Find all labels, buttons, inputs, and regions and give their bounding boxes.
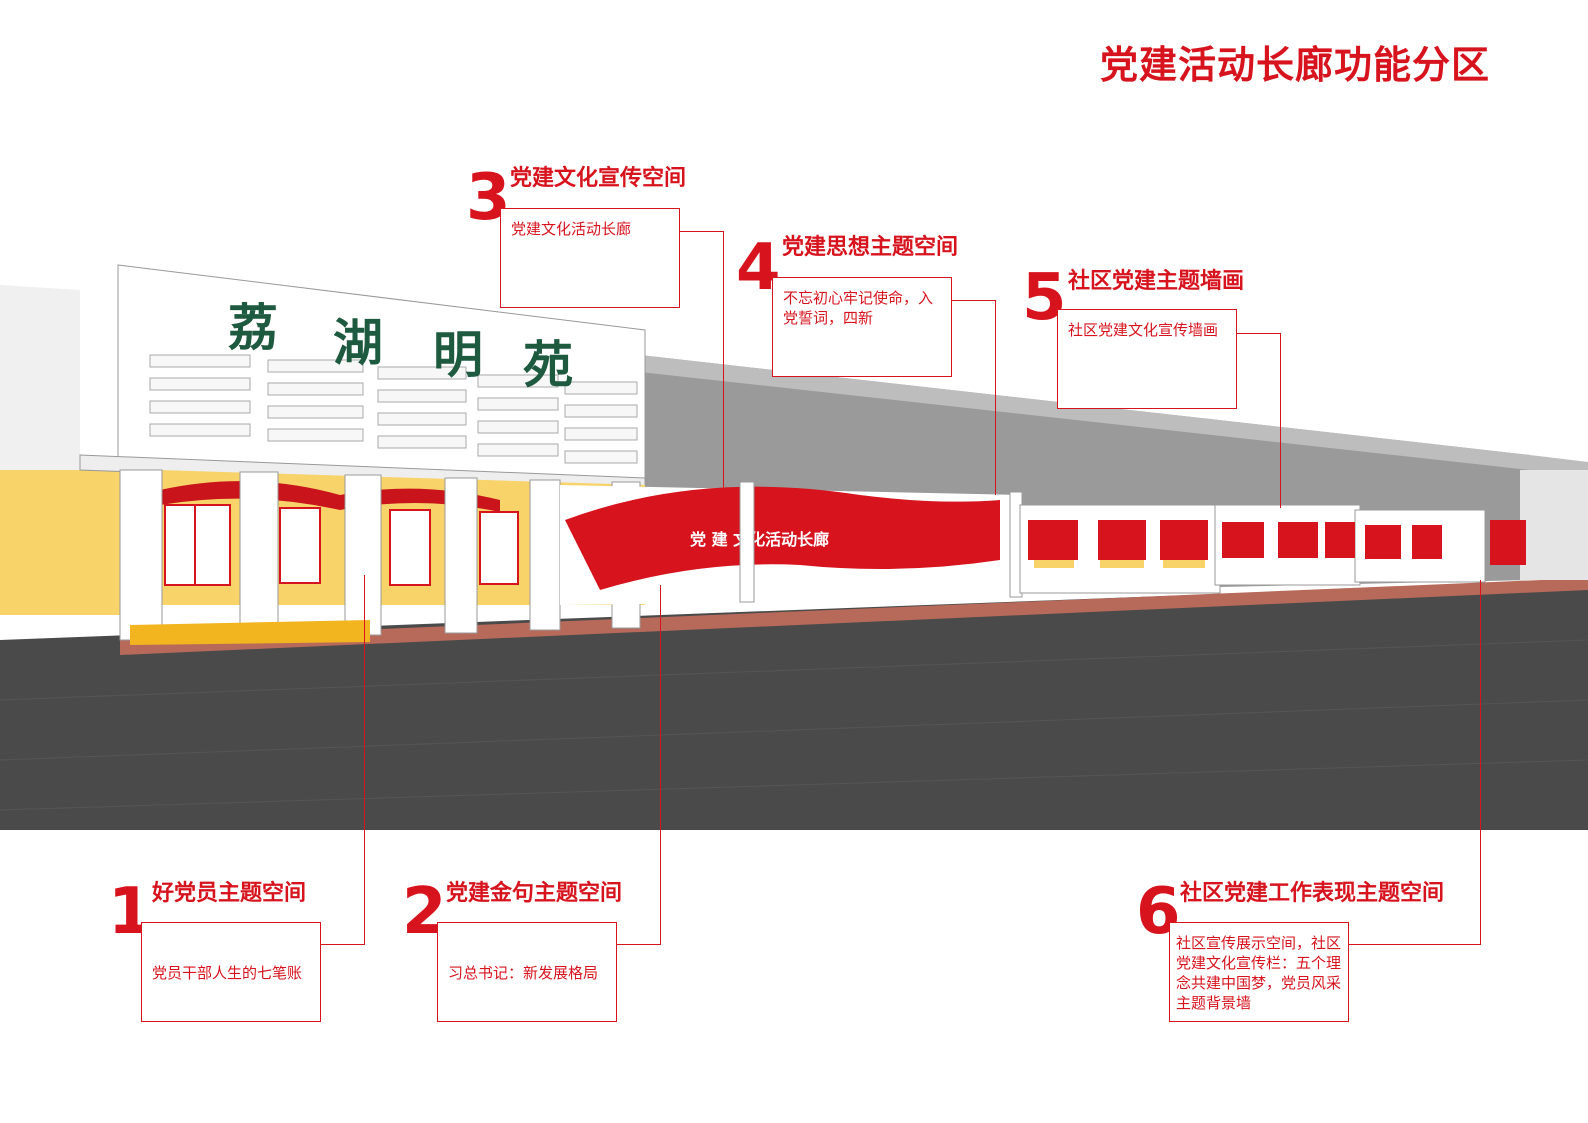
zone-5-leader [1237, 333, 1281, 334]
zone-4-leader [952, 300, 996, 301]
zone-4-title: 党建思想主题空间 [782, 235, 959, 260]
zone-2-leader [617, 944, 661, 945]
gateway-sign-char: 湖 [333, 313, 383, 372]
zone-3-leader [723, 231, 724, 496]
zone-2-leader [660, 585, 661, 945]
zone-4-leader [995, 300, 996, 495]
zone-6-box: 社区宣传展示空间，社区党建文化宣传栏：五个理念共建中国梦，党员风采主题背景墙 [1169, 922, 1349, 1022]
frame-pictures [1028, 520, 1526, 565]
zone-5-leader [1280, 333, 1281, 508]
gateway-step [130, 620, 370, 645]
mural-text: 党 建 文化活动长廊 [690, 530, 829, 549]
zone-5-description: 社区党建文化宣传墙画 [1068, 321, 1219, 339]
zone-1-leader [364, 575, 365, 945]
zone-1-description: 党员干部人生的七笔账 [152, 964, 303, 982]
mural-ribbon [565, 486, 1000, 590]
gateway-sign-char: 明 [433, 325, 483, 384]
frame-pictures-yellow [1034, 560, 1205, 568]
page-title: 党建活动长廊功能分区 [1100, 43, 1491, 87]
zone-5-box: 社区党建文化宣传墙画 [1057, 309, 1237, 409]
gateway-sign-char: 荔 [228, 298, 278, 357]
zone-4-box: 不忘初心牢记使命，入党誓词，四新 [772, 277, 952, 377]
zone-6-leader [1349, 944, 1481, 945]
zone-4-description: 不忘初心牢记使命，入党誓词，四新 [783, 289, 934, 327]
ground-grid [0, 639, 1588, 811]
side-building [1520, 470, 1588, 580]
display-panels [164, 504, 519, 586]
louvers [149, 354, 638, 464]
zone-1-leader [321, 944, 365, 945]
left-building-yellow [0, 470, 120, 615]
zone-2-description: 习总书记：新发展格局 [448, 964, 599, 982]
gateway-columns [119, 469, 641, 641]
zone-3-title: 党建文化宣传空间 [510, 166, 687, 191]
zone-6-description: 社区宣传展示空间，社区党建文化宣传栏：五个理念共建中国梦，党员风采主题背景墙 [1176, 934, 1342, 1012]
zone-1-box: 党员干部人生的七笔账 [141, 922, 321, 1022]
zone-2-box: 习总书记：新发展格局 [437, 922, 617, 1022]
walkway [120, 578, 1588, 655]
zone-1-title: 好党员主题空间 [152, 881, 307, 906]
gateway-sign-char: 苑 [523, 335, 573, 394]
zone-6-title: 社区党建工作表现主题空间 [1180, 881, 1445, 906]
zone-6-leader [1480, 580, 1481, 945]
zone-3-leader [680, 231, 724, 232]
back-wall-top [640, 355, 1588, 470]
zone-5-title: 社区党建主题墙画 [1068, 269, 1245, 294]
zone-3-description: 党建文化活动长廊 [511, 220, 632, 238]
zone-3-box: 党建文化活动长廊 [500, 208, 680, 308]
zone-2-title: 党建金句主题空间 [446, 881, 623, 906]
